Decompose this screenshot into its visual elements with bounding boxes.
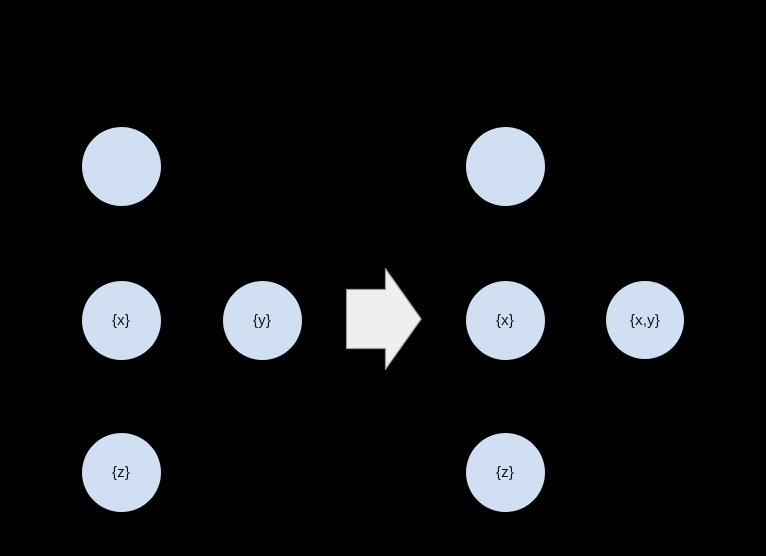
node-label: {x} [111, 311, 131, 329]
node-before-y[interactable]: {y} [222, 280, 302, 360]
node-after-empty-top[interactable] [465, 126, 545, 206]
node-before-x[interactable]: {x} [81, 280, 161, 360]
node-after-xy[interactable]: {x,y} [606, 281, 684, 359]
node-after-z[interactable]: {z} [465, 432, 545, 512]
node-before-empty-top[interactable] [81, 126, 161, 206]
node-label: {z} [111, 463, 131, 481]
right-block-arrow-icon [346, 268, 422, 370]
node-after-x[interactable]: {x} [465, 280, 545, 360]
node-label: {z} [495, 463, 515, 481]
node-label: {y} [252, 311, 272, 329]
node-label: {x,y} [629, 311, 661, 329]
node-label: {x} [495, 311, 515, 329]
node-before-z[interactable]: {z} [81, 432, 161, 512]
